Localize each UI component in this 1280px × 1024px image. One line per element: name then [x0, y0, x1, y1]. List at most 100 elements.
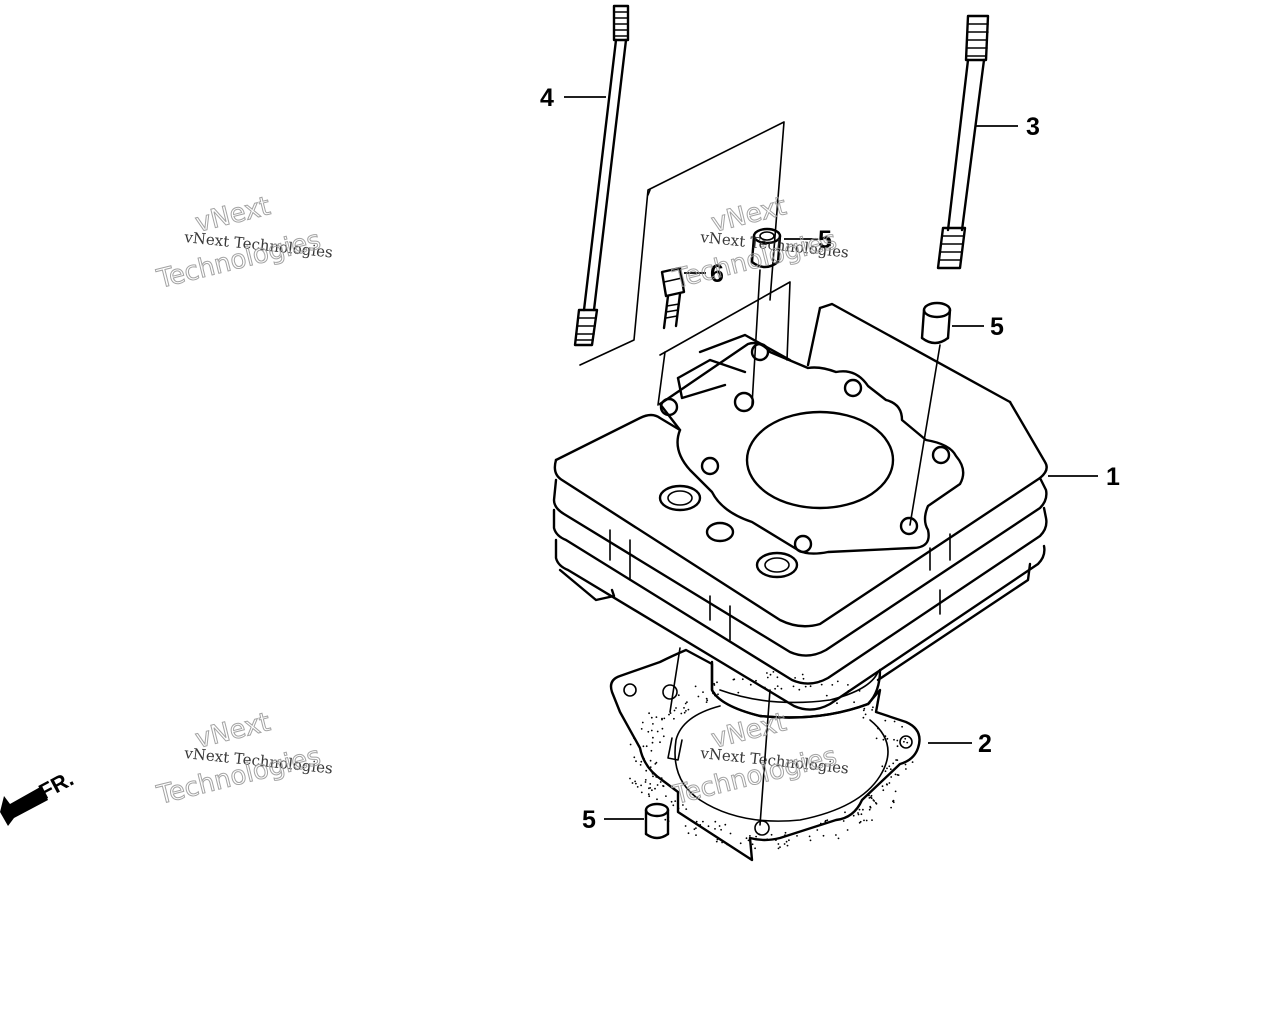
gasket-texture-dot — [631, 734, 634, 736]
gasket-texture-dot — [776, 676, 779, 679]
gasket-texture-dot — [868, 808, 871, 811]
gasket-texture-dot — [863, 819, 865, 822]
gasket-texture-dot — [640, 784, 642, 787]
gasket-texture-dot — [766, 672, 768, 674]
gasket-texture-dot — [804, 685, 807, 688]
gasket-texture-dot — [758, 833, 761, 836]
gasket-texture-dot — [873, 800, 876, 802]
gasket-texture-dot — [846, 829, 849, 831]
dowel-pin-part-5-top[interactable] — [750, 227, 782, 269]
gasket-texture-dot — [677, 807, 680, 810]
gasket-texture-dot — [652, 775, 654, 778]
gasket-texture-dot — [636, 786, 639, 788]
gasket-texture-dot — [877, 727, 879, 730]
leader-lines — [564, 96, 1098, 820]
dowel-pin-part-5-bottom[interactable] — [644, 737, 683, 840]
gasket-texture-dot — [716, 838, 719, 841]
gasket-texture-dot — [685, 710, 687, 712]
gasket-texture-dot — [901, 725, 903, 728]
dowel-pin-part-5-right[interactable] — [920, 301, 952, 345]
bolt-part-6[interactable] — [660, 266, 686, 330]
gasket-texture-dot — [683, 707, 685, 709]
gasket-texture-dot — [662, 785, 664, 787]
gasket-texture-dot — [896, 745, 899, 748]
watermark-text-large: vNext — [708, 707, 789, 754]
gasket-texture-dot — [644, 781, 647, 783]
gasket-texture-dot — [648, 712, 650, 715]
gasket-texture-dot — [644, 779, 647, 781]
gasket-texture-dot — [896, 774, 899, 776]
gasket-texture-dot — [695, 820, 698, 823]
callout-5-bottom: 5 — [582, 806, 596, 834]
gasket-texture-dot — [749, 835, 751, 837]
gasket-texture-dot — [772, 671, 775, 673]
gasket-texture-dot — [754, 847, 756, 850]
stud-bolt-part-3[interactable] — [936, 14, 990, 270]
gasket-texture-dot — [780, 687, 783, 690]
gasket-texture-dot — [659, 741, 661, 744]
gasket-texture-dot — [847, 815, 849, 817]
gasket-texture-dot — [875, 737, 878, 740]
gasket-texture-dot — [842, 820, 845, 822]
gasket-texture-dot — [721, 841, 723, 844]
gasket-texture-dot — [747, 839, 750, 842]
gasket-texture-dot — [648, 787, 650, 790]
gasket-texture-dot — [903, 740, 905, 743]
gasket-texture-dot — [717, 693, 719, 696]
gasket-texture-dot — [652, 736, 654, 739]
cylinder-part-1[interactable] — [552, 302, 1048, 719]
gasket-texture-dot — [670, 800, 673, 803]
base-gasket-part-2[interactable] — [609, 648, 921, 862]
gasket-texture-dot — [764, 686, 766, 689]
gasket-texture-dot — [884, 770, 887, 773]
gasket-texture-dot — [724, 823, 727, 826]
gasket-texture-dot — [664, 818, 667, 821]
gasket-texture-dot — [693, 828, 696, 831]
gasket-texture-dot — [844, 811, 846, 814]
gasket-texture-dot — [680, 712, 683, 715]
gasket-texture-dot — [784, 834, 786, 837]
gasket-texture-dot — [634, 739, 637, 741]
gasket-texture-dot — [642, 745, 645, 748]
gasket-texture-dot — [775, 839, 777, 841]
gasket-texture-dot — [640, 760, 643, 763]
gasket-texture-dot — [695, 827, 697, 829]
gasket-texture-dot — [819, 822, 822, 825]
gasket-texture-dot — [684, 702, 687, 705]
gasket-texture-dot — [824, 819, 827, 822]
gasket-texture-dot — [751, 843, 754, 846]
gasket-texture-dot — [655, 716, 658, 718]
gasket-texture-dot — [905, 768, 907, 770]
gasket-texture-dot — [663, 717, 666, 720]
gasket-texture-dot — [706, 699, 709, 702]
gasket-texture-dot — [697, 695, 700, 698]
gasket-texture-dot — [656, 784, 659, 786]
gasket-texture-dot — [888, 765, 891, 768]
callout-5-top: 5 — [818, 226, 832, 254]
callout-6: 6 — [710, 260, 724, 288]
stud-bolt-part-4[interactable] — [573, 4, 630, 347]
gasket-texture-dot — [673, 709, 676, 712]
gasket-texture-dot — [629, 777, 631, 780]
gasket-texture-dot — [890, 776, 893, 778]
gasket-texture-dot — [668, 713, 670, 716]
gasket-texture-dot — [648, 767, 650, 770]
gasket-texture-dot — [661, 727, 664, 730]
gasket-texture-dot — [867, 703, 870, 706]
callout-2: 2 — [978, 730, 992, 758]
gasket-texture-dot — [801, 673, 804, 676]
gasket-texture-dot — [881, 765, 884, 768]
gasket-texture-dot — [798, 688, 801, 691]
gasket-texture-dot — [860, 813, 863, 816]
gasket-texture-dot — [755, 679, 757, 682]
gasket-texture-dot — [796, 835, 798, 837]
gasket-texture-dot — [729, 845, 732, 847]
gasket-texture-dot — [633, 737, 635, 740]
gasket-texture-dot — [705, 701, 708, 703]
gasket-texture-dot — [892, 762, 895, 765]
gasket-texture-dot — [779, 846, 781, 848]
gasket-texture-dot — [904, 763, 907, 766]
gasket-texture-dot — [857, 813, 860, 816]
gasket-texture-dot — [713, 682, 715, 685]
gasket-texture-dot — [836, 680, 839, 683]
